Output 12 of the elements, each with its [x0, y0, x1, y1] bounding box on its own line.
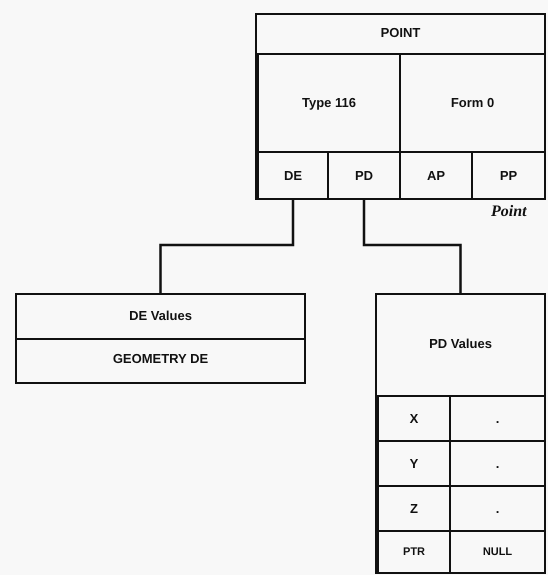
record-title: POINT	[380, 25, 420, 40]
record-field: X	[377, 395, 451, 442]
connector-line	[362, 200, 462, 293]
entity-caption: Point	[491, 203, 527, 221]
connector-line	[159, 200, 294, 293]
record-box	[255, 13, 546, 200]
record-title: DE Values	[129, 308, 192, 323]
field-label: GEOMETRY DE	[112, 351, 208, 366]
record-box	[375, 293, 546, 574]
record-box	[15, 293, 306, 384]
record-field: Type 116	[257, 53, 401, 153]
record-title: PD Values	[429, 336, 492, 351]
